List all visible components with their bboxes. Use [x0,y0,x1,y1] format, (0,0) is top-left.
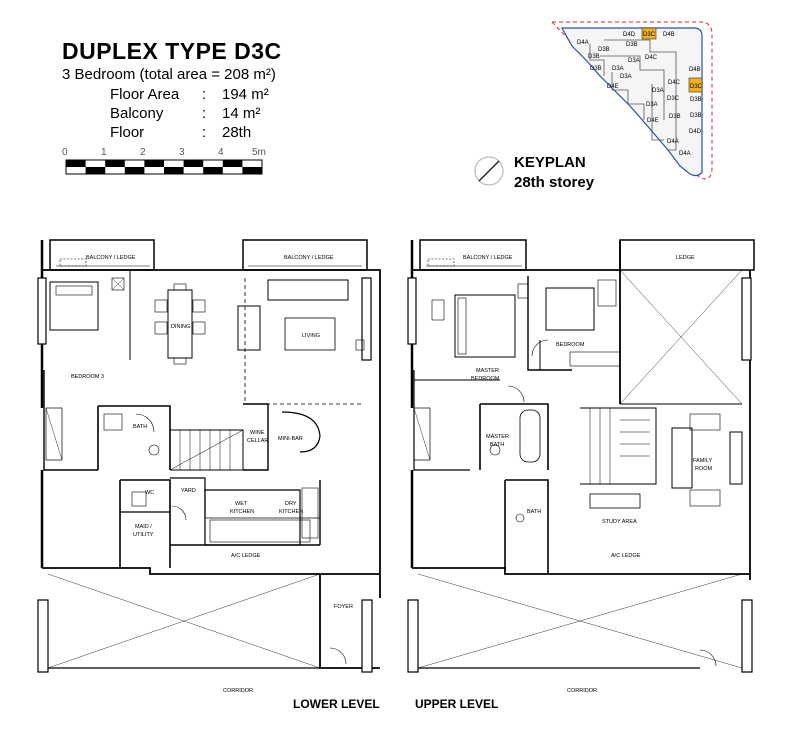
dry-kitchen-label-2: KITCHEN [279,509,303,515]
keyplan-storey: 28th storey [514,174,595,191]
svg-text:D3B: D3B [626,42,638,48]
master-bath-label-2: BATH [490,442,504,448]
wine-cellar-label-2: CELLAR [247,438,268,444]
scale-tick-1: 1 [101,147,107,158]
svg-text:D4C: D4C [668,80,681,86]
svg-text:D4B: D4B [663,32,675,38]
scale-tick-4: 4 [218,147,224,158]
maid-utility-label-2: UTILITY [133,532,154,538]
upper-corridor-label: CORRIDOR [567,688,597,694]
svg-text:D4A: D4A [577,40,589,46]
upper-balcony-label: BALCONY / LEDGE [463,255,513,261]
bedroom-summary: 3 Bedroom (total area = 208 m²) [62,66,276,83]
scale-tick-5: 5m [252,147,266,158]
dining-label: DINING [171,324,190,330]
svg-text:D3A: D3A [652,88,664,94]
keyplan-symbol-icon [474,156,504,186]
lower-ac-ledge-label: A/C LEDGE [231,553,261,559]
master-bedroom-label-2: BEDROOM [471,376,500,382]
lower-level-label: LOWER LEVEL [293,697,380,711]
master-bedroom-label-1: MASTER [476,368,499,374]
svg-text:D3B: D3B [690,97,702,103]
maid-utility-label-1: MAID / [135,524,152,530]
svg-text:D4C: D4C [645,55,658,61]
svg-text:D4D: D4D [623,32,636,38]
study-area-label: STUDY AREA [602,519,637,525]
scale-tick-2: 2 [140,147,146,158]
lower-balcony-right-label: BALCONY / LEDGE [284,255,334,261]
upper-level-plan [407,239,755,673]
wc-label: WC [145,490,154,496]
lower-balcony-left-label: BALCONY / LEDGE [86,255,136,261]
upper-level-label: UPPER LEVEL [415,697,499,711]
keyplan-map: D4D D3B D3C D4B D4A D3B D4C D3B D3A D4B … [550,21,713,180]
svg-text:D3B: D3B [669,114,681,120]
svg-text:D4E: D4E [607,84,619,90]
wine-cellar-label-1: WINE [250,430,265,436]
yard-label: YARD [181,488,196,494]
wet-kitchen-label-2: KITCHEN [230,509,254,515]
master-bath-label-1: MASTER [486,434,509,440]
lower-level-plan [37,239,381,673]
upper-bedroom-label: BEDROOM [556,342,585,348]
upper-bath-label: BATH [527,509,541,515]
svg-text:D3B: D3B [588,54,600,60]
svg-text:D3C: D3C [690,84,703,90]
bedroom3-label: BEDROOM 3 [71,374,104,380]
lower-corridor-label: CORRIDOR [223,688,253,694]
spec-floor: Floor:28th [110,124,252,141]
svg-text:D3C: D3C [667,96,680,102]
scale-tick-0: 0 [62,147,68,158]
svg-text:D3A: D3A [620,74,632,80]
svg-text:D4D: D4D [689,129,702,135]
family-room-label-1: FAMILY [693,458,712,464]
scale-tick-3: 3 [179,147,185,158]
upper-ac-ledge-label: A/C LEDGE [611,553,641,559]
family-room-label-2: ROOM [695,466,713,472]
svg-text:D4B: D4B [689,67,701,73]
keyplan-title: KEYPLAN [514,154,586,171]
minibar-label: MINI-BAR [278,436,303,442]
wet-kitchen-label-1: WET [235,501,248,507]
svg-text:D3A: D3A [646,102,658,108]
svg-text:D3B: D3B [598,47,610,53]
spec-balcony: Balcony:14 m² [110,105,261,122]
svg-text:D3A: D3A [612,66,624,72]
svg-text:D4A: D4A [679,151,691,157]
spec-floor-area: Floor Area:194 m² [110,86,269,103]
upper-ledge-label: LEDGE [676,255,695,261]
svg-text:D4A: D4A [667,139,679,145]
svg-text:D3C: D3C [643,32,656,38]
dry-kitchen-label-1: DRY [285,501,297,507]
foyer-label: FOYER [334,604,353,610]
living-label: LIVING [302,333,320,339]
unit-title: DUPLEX TYPE D3C [62,38,282,64]
svg-text:D4E: D4E [647,118,659,124]
svg-text:D3B: D3B [690,113,702,119]
svg-text:D3B: D3B [590,66,602,72]
scale-bar: 0 1 2 3 4 5m [62,147,266,175]
lower-bath-label: BATH [133,424,147,430]
svg-text:D3A: D3A [628,58,640,64]
